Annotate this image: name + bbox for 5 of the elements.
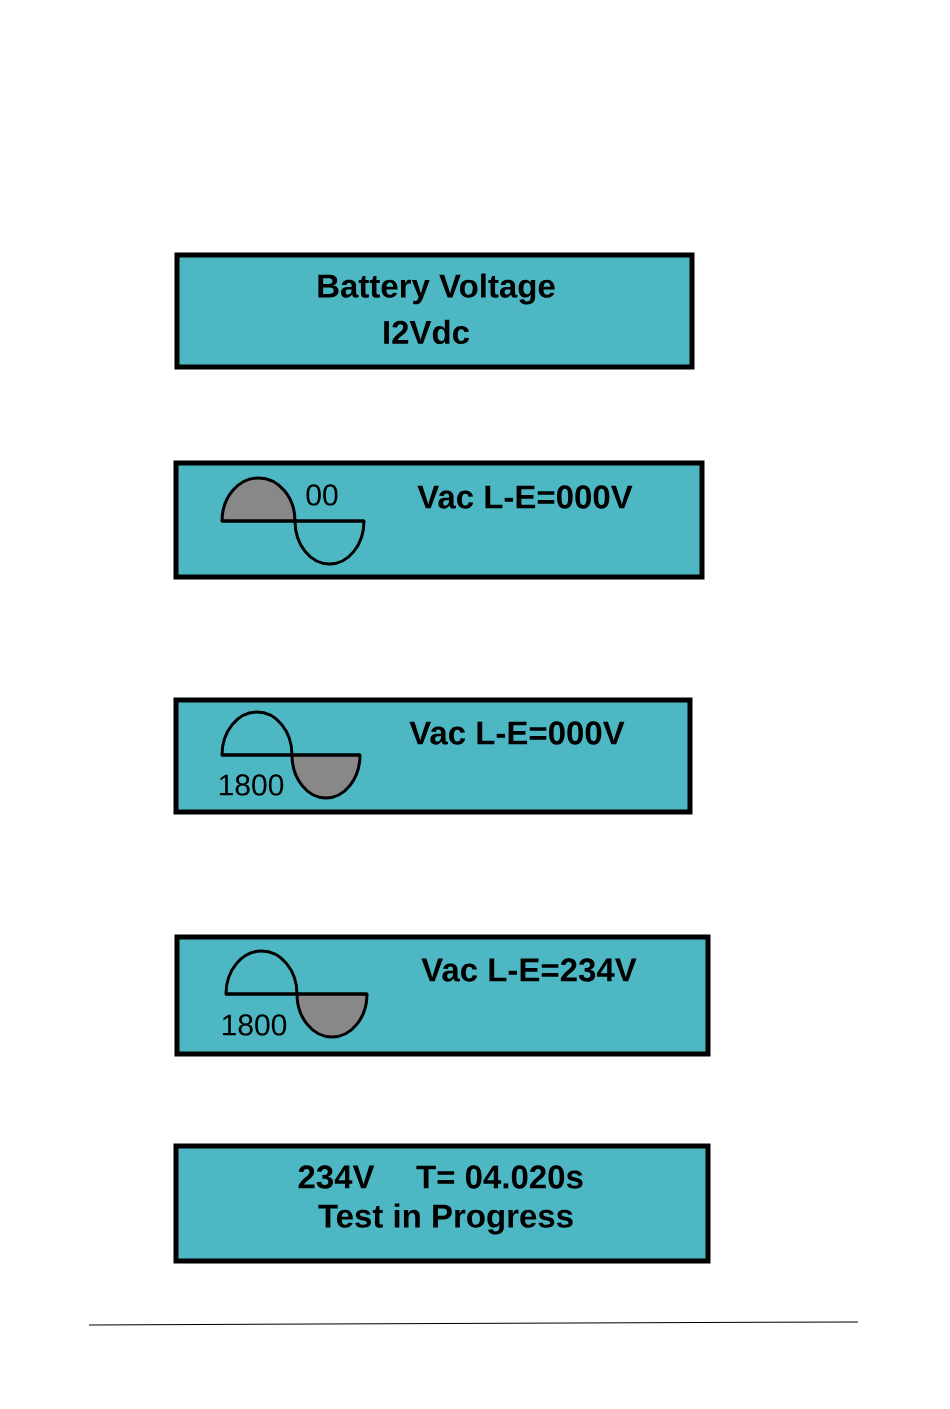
- lcd-display-box: Vac L-E=000V 1800: [173, 697, 693, 815]
- lcd-display-box: Battery Voltage I2Vdc: [174, 252, 695, 370]
- lcd-display-box: 234V T= 04.020s Test in Progress: [173, 1143, 711, 1264]
- lcd-display-box: 00 Vac L-E=000V: [173, 460, 705, 580]
- lcd-display-box: Vac L-E=234V 1800: [174, 934, 711, 1057]
